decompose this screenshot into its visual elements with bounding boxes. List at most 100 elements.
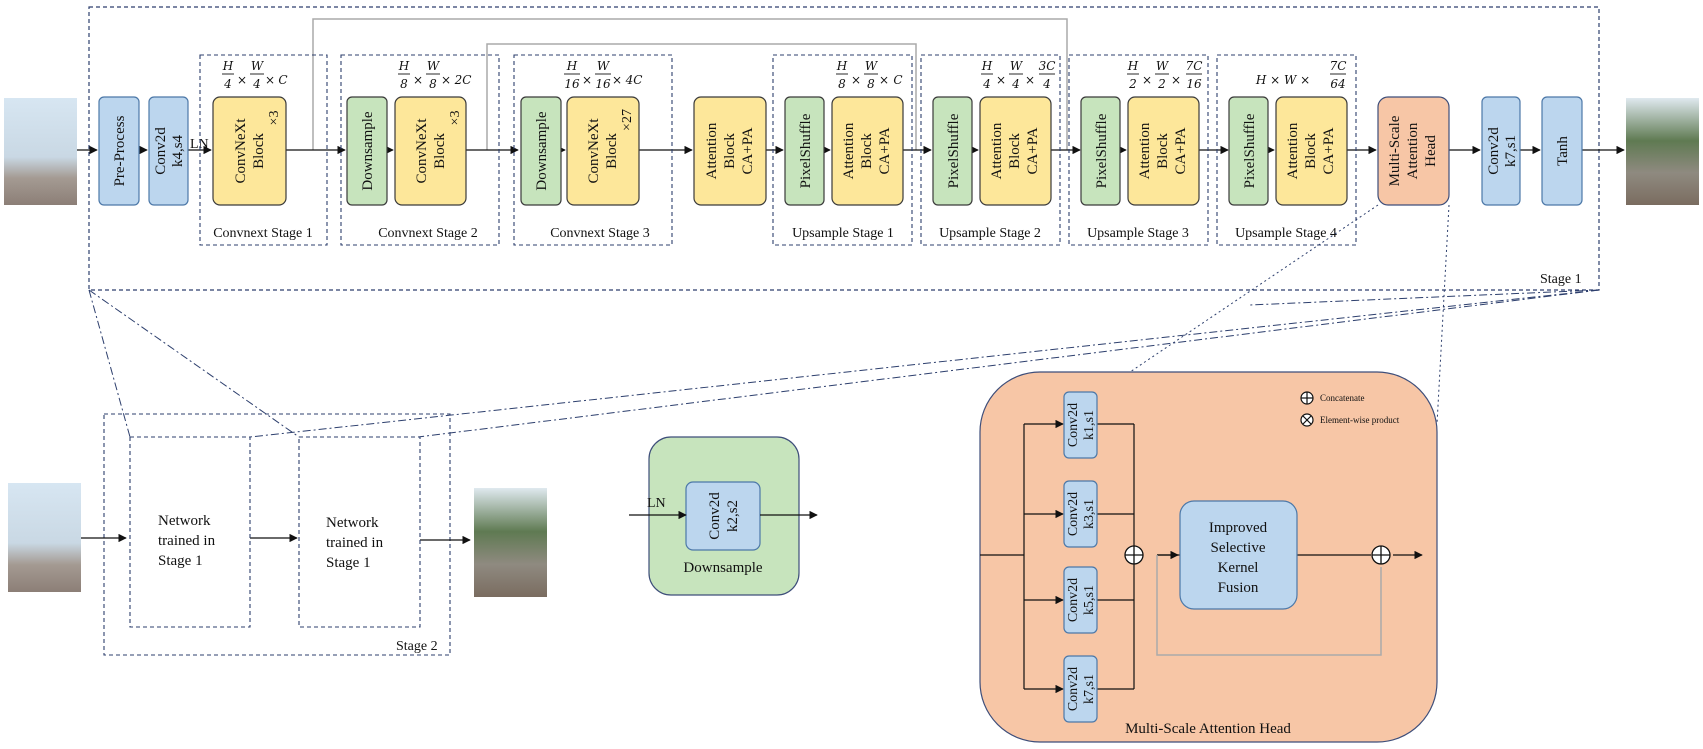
svg-text:H: H [398, 59, 410, 73]
concat-node-icon [1124, 545, 1144, 565]
svg-text:8: 8 [838, 77, 846, 91]
convnext-block-stage3 [566, 96, 640, 206]
pixelshuffle-label-up1: PixelShuffle [798, 113, 814, 188]
svg-text:16: 16 [595, 77, 611, 91]
attention-block-up1-line1: Attention [841, 122, 857, 179]
stage2-label: Stage 2 [396, 639, 438, 654]
msah-conv-k3 [1063, 480, 1098, 548]
svg-text:4: 4 [1011, 77, 1020, 91]
downsample-detail-ln: LN [647, 496, 666, 511]
concat-legend-icon [1300, 391, 1314, 405]
convnext-block-stage3-line2: Block [604, 133, 620, 169]
attention-block-up2-line3: CA+PA [1025, 127, 1041, 174]
msah-conv-k1-line2: k1,s1 [1082, 410, 1097, 440]
svg-text:7C: 7C [1330, 59, 1347, 73]
svg-text:×: × [582, 73, 592, 87]
attention-block-bottleneck-line3: CA+PA [740, 127, 756, 174]
downsample-detail-conv-line1: Conv2d [707, 492, 723, 540]
attention-block-up2-line1: Attention [989, 122, 1005, 179]
conv-in-block [148, 96, 189, 206]
msah-detail-title: Multi-Scale Attention Head [1125, 721, 1291, 737]
convnext-block-stage2-line1: ConvNeXt [414, 118, 430, 184]
output-concat-node-icon [1371, 545, 1391, 565]
msah-conv-k3-line2: k3,s1 [1082, 499, 1097, 529]
pixelshuffle-block-up2 [932, 96, 973, 206]
svg-text:2: 2 [1157, 77, 1166, 91]
iskf-line4: Fusion [1218, 580, 1259, 596]
attention-block-up3-line1: Attention [1137, 122, 1153, 179]
dims-upsample-stage2: H 4 × W 4 × 3C 4 [981, 59, 1056, 91]
zoom-connectors-msah [1129, 204, 1450, 425]
attention-block-up4-line2: Block [1303, 133, 1319, 169]
stage2-net2-line1: Network [326, 515, 379, 531]
svg-text:W: W [1010, 59, 1024, 73]
svg-text:4: 4 [223, 77, 232, 91]
svg-text:×: × [237, 73, 247, 87]
stage2-network-2 [298, 436, 421, 628]
attention-block-bottleneck-line2: Block [722, 133, 738, 169]
iskf-block [1179, 500, 1298, 610]
attention-block-up4-line1: Attention [1285, 122, 1301, 179]
preprocess-label: Pre-Process [112, 115, 128, 186]
msah-conv-k5-line2: k5,s1 [1082, 585, 1097, 615]
svg-text:2: 2 [1128, 77, 1137, 91]
pixelshuffle-label-up3: PixelShuffle [1094, 113, 1110, 188]
ln-label: LN [190, 137, 209, 152]
downsample-detail-title: Downsample [683, 560, 762, 576]
attention-block-up1 [831, 96, 904, 206]
svg-text:H: H [836, 59, 848, 73]
svg-text:4: 4 [982, 77, 991, 91]
attention-block-bottleneck [693, 96, 767, 206]
attention-block-up4 [1275, 96, 1348, 206]
msah-conv-k7-line2: k7,s1 [1082, 674, 1097, 704]
msah-conv-k3-line1: Conv2d [1066, 492, 1081, 536]
stage2-net2-line3: Stage 1 [326, 555, 371, 571]
msah-conv-k1 [1063, 391, 1098, 459]
attention-block-up3-line2: Block [1155, 133, 1171, 169]
output-clear-image [1626, 98, 1699, 205]
svg-text:64: 64 [1330, 77, 1345, 91]
zoom-connectors [88, 289, 1600, 438]
svg-text:×: × [996, 73, 1006, 87]
svg-text:W: W [865, 59, 879, 73]
svg-text:×: × [879, 73, 889, 87]
attention-block-up4-line3: CA+PA [1321, 127, 1337, 174]
stage2-frame [103, 413, 451, 656]
legend-concatenate: Concatenate [1320, 393, 1364, 403]
conv-in-label-1: Conv2d [153, 127, 169, 175]
attention-block-bottleneck-line1: Attention [704, 122, 720, 179]
repeat-stage2: ×3 [448, 111, 463, 126]
svg-text:×: × [265, 73, 275, 87]
dims-upsample-stage3: H 2 × W 2 × 7C 16 [1127, 59, 1203, 91]
svg-text:×: × [851, 73, 861, 87]
svg-text:C: C [893, 73, 902, 87]
svg-text:16: 16 [564, 77, 580, 91]
upsample-stage2-label: Upsample Stage 2 [939, 226, 1041, 241]
downsample-label-stage3: Downsample [534, 111, 550, 190]
svg-text:4: 4 [252, 77, 261, 91]
svg-text:7C: 7C [1186, 59, 1203, 73]
iskf-line1: Improved [1209, 520, 1268, 536]
msah-conv-k1-line1: Conv2d [1066, 403, 1081, 447]
convnext-block-stage1-line2: Block [251, 133, 267, 169]
svg-text:×: × [1025, 73, 1035, 87]
convnext-stage2-label: Convnext Stage 2 [378, 226, 478, 241]
stage2-net1-line3: Stage 1 [158, 553, 203, 569]
attention-block-up1-line3: CA+PA [877, 127, 893, 174]
svg-text:×: × [1171, 73, 1181, 87]
downsample-block-stage3 [520, 96, 562, 206]
repeat-stage3: ×27 [620, 109, 635, 131]
pixelshuffle-label-up4: PixelShuffle [1242, 113, 1258, 188]
msah-block [1377, 96, 1450, 206]
svg-text:8: 8 [429, 77, 437, 91]
upsample-stage4-frame [1216, 54, 1357, 246]
dims-convnext-stage2: H 8 × W 8 × 2C [398, 59, 472, 91]
attention-block-up1-line2: Block [859, 133, 875, 169]
repeat-stage1: ×3 [267, 111, 282, 126]
msah-conv-k5-line1: Conv2d [1066, 578, 1081, 622]
dims-upsample-stage4: H × W × 7C 64 [1255, 59, 1347, 91]
svg-text:H: H [566, 59, 578, 73]
msah-conv-k5 [1063, 566, 1098, 634]
stage2-output-image [474, 488, 547, 597]
iskf-line3: Kernel [1218, 560, 1259, 576]
